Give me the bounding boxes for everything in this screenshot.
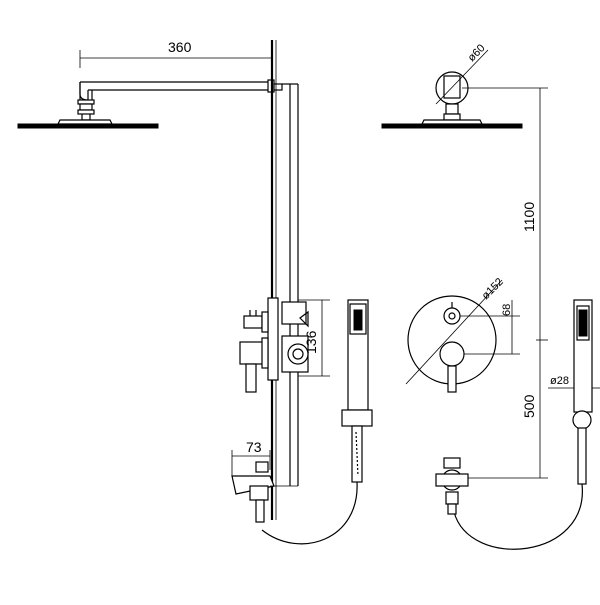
dim-label-d152: ø152 xyxy=(480,276,506,302)
dimension-valve-height: 136 xyxy=(298,299,330,377)
hand-shower-front xyxy=(341,299,373,483)
wall-line xyxy=(270,40,277,520)
mixer-handle xyxy=(239,337,269,393)
dim-label-73: 73 xyxy=(246,439,262,455)
valve-body-front xyxy=(267,297,309,381)
dimension-valve-spacing: 68 xyxy=(460,300,520,355)
hand-shower-side: ø28 xyxy=(548,299,600,485)
hose-side xyxy=(453,483,583,550)
dimension-holder-height: 500 xyxy=(460,340,548,479)
dim-label-360: 360 xyxy=(168,39,192,55)
riser-pipe xyxy=(282,83,299,486)
dim-label-d60: ø60 xyxy=(466,42,488,64)
dimension-arm-length: 360 xyxy=(79,39,273,68)
dim-label-1100: 1100 xyxy=(521,202,537,232)
shower-head-front xyxy=(17,119,159,129)
diverter-handle xyxy=(243,310,269,333)
dim-label-68: 68 xyxy=(501,304,513,316)
spout-front xyxy=(231,461,298,523)
dim-label-136: 136 xyxy=(303,330,319,354)
dimension-spout-length: 73 xyxy=(231,439,271,476)
valve-plate-side: ø152 xyxy=(405,276,506,393)
dim-label-500: 500 xyxy=(521,394,537,418)
dim-label-d28: ø28 xyxy=(550,375,569,387)
dimension-shower-height: 1100 xyxy=(462,87,548,341)
shower-arm xyxy=(77,79,283,121)
arm-flange-side: ø60 xyxy=(435,42,489,121)
shower-head-side xyxy=(381,119,523,129)
outlet-side xyxy=(435,457,469,515)
hose-front xyxy=(261,481,358,545)
